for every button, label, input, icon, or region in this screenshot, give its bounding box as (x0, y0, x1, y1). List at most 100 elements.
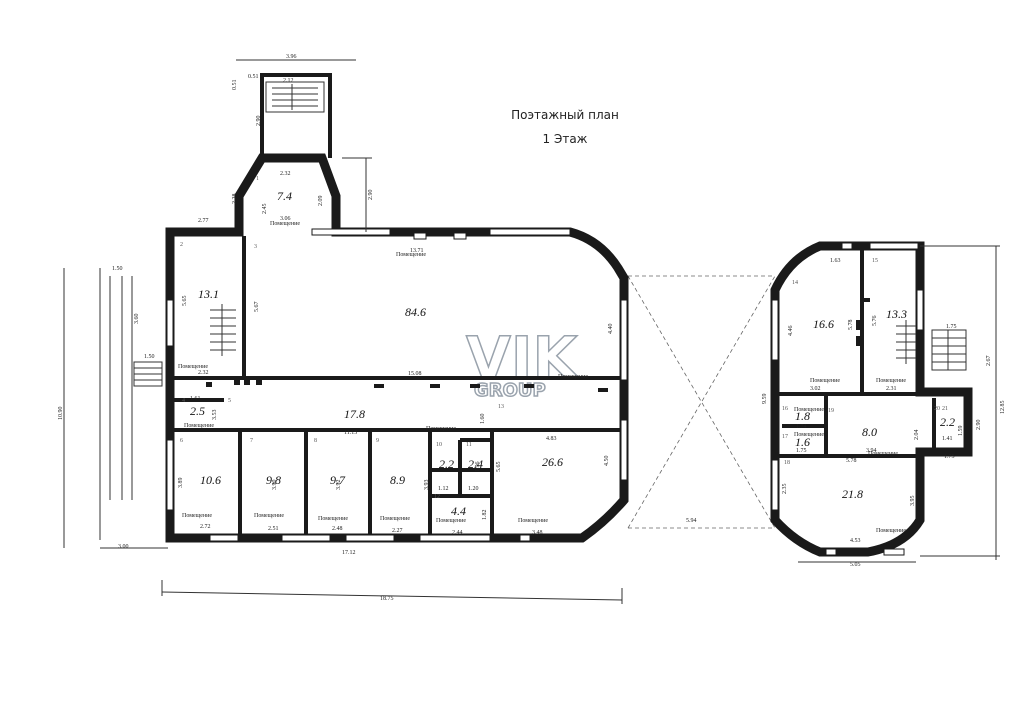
svg-text:2.09: 2.09 (318, 196, 324, 207)
svg-text:15.08: 15.08 (408, 371, 422, 377)
svg-text:4.50: 4.50 (604, 456, 610, 467)
svg-text:2.51: 2.51 (268, 526, 279, 532)
svg-text:3.90: 3.90 (272, 480, 278, 491)
svg-text:2.48: 2.48 (332, 526, 343, 532)
room-label: Помещение (794, 432, 824, 438)
area-room-9-7: 9.7 (330, 473, 346, 487)
svg-text:4: 4 (182, 398, 185, 404)
room-labels: Помещение Помещение Помещение Помещение … (178, 221, 906, 534)
svg-text:16: 16 (782, 406, 788, 412)
room-label: Помещение (178, 364, 208, 370)
area-room-8-9: 8.9 (390, 473, 405, 487)
outside-stair-right (931, 329, 967, 371)
svg-text:11: 11 (466, 442, 472, 448)
left-building (63, 59, 629, 604)
connector-cross (627, 275, 776, 529)
svg-text:2.90: 2.90 (368, 190, 374, 201)
stair-right-steps (896, 320, 916, 364)
room-label: Помещение (396, 252, 426, 258)
svg-text:1.60: 1.60 (480, 414, 486, 425)
svg-text:5.65: 5.65 (496, 462, 502, 473)
area-room-1-6: 1.6 (795, 435, 810, 449)
svg-text:21: 21 (942, 406, 948, 412)
plan-title: Поэтажный план (511, 108, 619, 122)
svg-text:6: 6 (180, 438, 183, 444)
room-label: Помещение (876, 378, 906, 384)
stair-left-steps (210, 304, 236, 356)
svg-text:2.90: 2.90 (256, 116, 262, 127)
svg-text:1.75: 1.75 (946, 324, 957, 330)
area-room-10-6: 10.6 (200, 473, 221, 487)
dimensions: 3.96 2.12 0.51 0.51 2.90 2.32 3.06 2.45 … (58, 54, 1006, 602)
svg-text:3.89: 3.89 (178, 478, 184, 489)
room-label: Помещение (810, 378, 840, 384)
svg-text:4.46: 4.46 (788, 326, 794, 337)
svg-text:3.48: 3.48 (532, 530, 543, 536)
svg-text:4.40: 4.40 (608, 324, 614, 335)
svg-text:12: 12 (434, 494, 440, 500)
svg-text:3.00: 3.00 (118, 544, 129, 550)
area-room-2-2b: 2.2 (940, 415, 955, 429)
svg-text:18.75: 18.75 (380, 596, 394, 602)
area-room-26-6: 26.6 (542, 455, 563, 469)
watermark-main: VIK (466, 324, 579, 392)
area-stairs-top: 7.4 (277, 189, 292, 203)
svg-text:3: 3 (254, 244, 257, 250)
svg-text:8: 8 (314, 438, 317, 444)
svg-text:14: 14 (792, 280, 798, 286)
svg-text:5.94: 5.94 (686, 518, 697, 524)
svg-text:2.32: 2.32 (198, 370, 209, 376)
svg-text:1.50: 1.50 (112, 266, 123, 272)
svg-text:1.59: 1.59 (958, 426, 964, 437)
svg-text:9: 9 (376, 438, 379, 444)
svg-text:5: 5 (228, 398, 231, 404)
svg-text:2.72: 2.72 (200, 524, 211, 530)
svg-text:17: 17 (782, 434, 788, 440)
svg-text:3.60: 3.60 (134, 314, 140, 325)
svg-text:5.67: 5.67 (254, 302, 260, 313)
room-label: Помещение (182, 513, 212, 519)
svg-text:1.74: 1.74 (796, 424, 807, 430)
svg-text:2.45: 2.45 (262, 204, 268, 215)
svg-text:1.96: 1.96 (475, 462, 481, 473)
svg-text:2.27: 2.27 (392, 528, 403, 534)
svg-text:2.44: 2.44 (452, 530, 463, 536)
svg-text:2.35: 2.35 (782, 484, 788, 495)
area-room-1-8: 1.8 (795, 409, 810, 423)
room-label: Помещение (436, 518, 466, 524)
svg-text:5.78: 5.78 (848, 320, 854, 331)
svg-text:1.63: 1.63 (830, 258, 841, 264)
svg-text:15: 15 (872, 258, 878, 264)
svg-text:18: 18 (784, 460, 790, 466)
area-vestibule: 2.5 (190, 404, 205, 418)
svg-text:3.94: 3.94 (866, 448, 877, 454)
area-corridor: 17.8 (344, 407, 365, 421)
room-label: Помещение (380, 516, 410, 522)
watermark: VIK GROUP (465, 323, 580, 402)
svg-text:5.65: 5.65 (182, 296, 188, 307)
plan-subtitle: 1 Этаж (542, 132, 588, 146)
area-stair-left: 13.1 (198, 287, 219, 301)
svg-text:5.05: 5.05 (850, 562, 861, 568)
room-label: Помещение (254, 513, 284, 519)
svg-text:3.93: 3.93 (424, 480, 430, 491)
watermark-sub: GROUP (474, 380, 546, 401)
svg-text:3.06: 3.06 (280, 216, 291, 222)
svg-text:2.77: 2.77 (198, 218, 209, 224)
outside-stair-left (99, 268, 168, 549)
svg-text:1.75: 1.75 (796, 448, 807, 454)
area-room-4-4: 4.4 (451, 504, 466, 518)
area-room-13-3: 13.3 (886, 307, 907, 321)
svg-text:4.83: 4.83 (546, 436, 557, 442)
svg-text:2.31: 2.31 (886, 386, 897, 392)
svg-text:2.90: 2.90 (976, 420, 982, 431)
area-room-21-8: 21.8 (842, 487, 863, 501)
svg-text:1.41: 1.41 (942, 436, 953, 442)
area-room-8-0: 8.0 (862, 425, 877, 439)
svg-text:10.90: 10.90 (58, 407, 64, 421)
svg-text:17.12: 17.12 (342, 550, 356, 556)
area-room-2-2: 2.2 (439, 457, 454, 471)
svg-text:1.61: 1.61 (190, 396, 201, 402)
area-room-2-4: 2.4 (468, 457, 483, 471)
